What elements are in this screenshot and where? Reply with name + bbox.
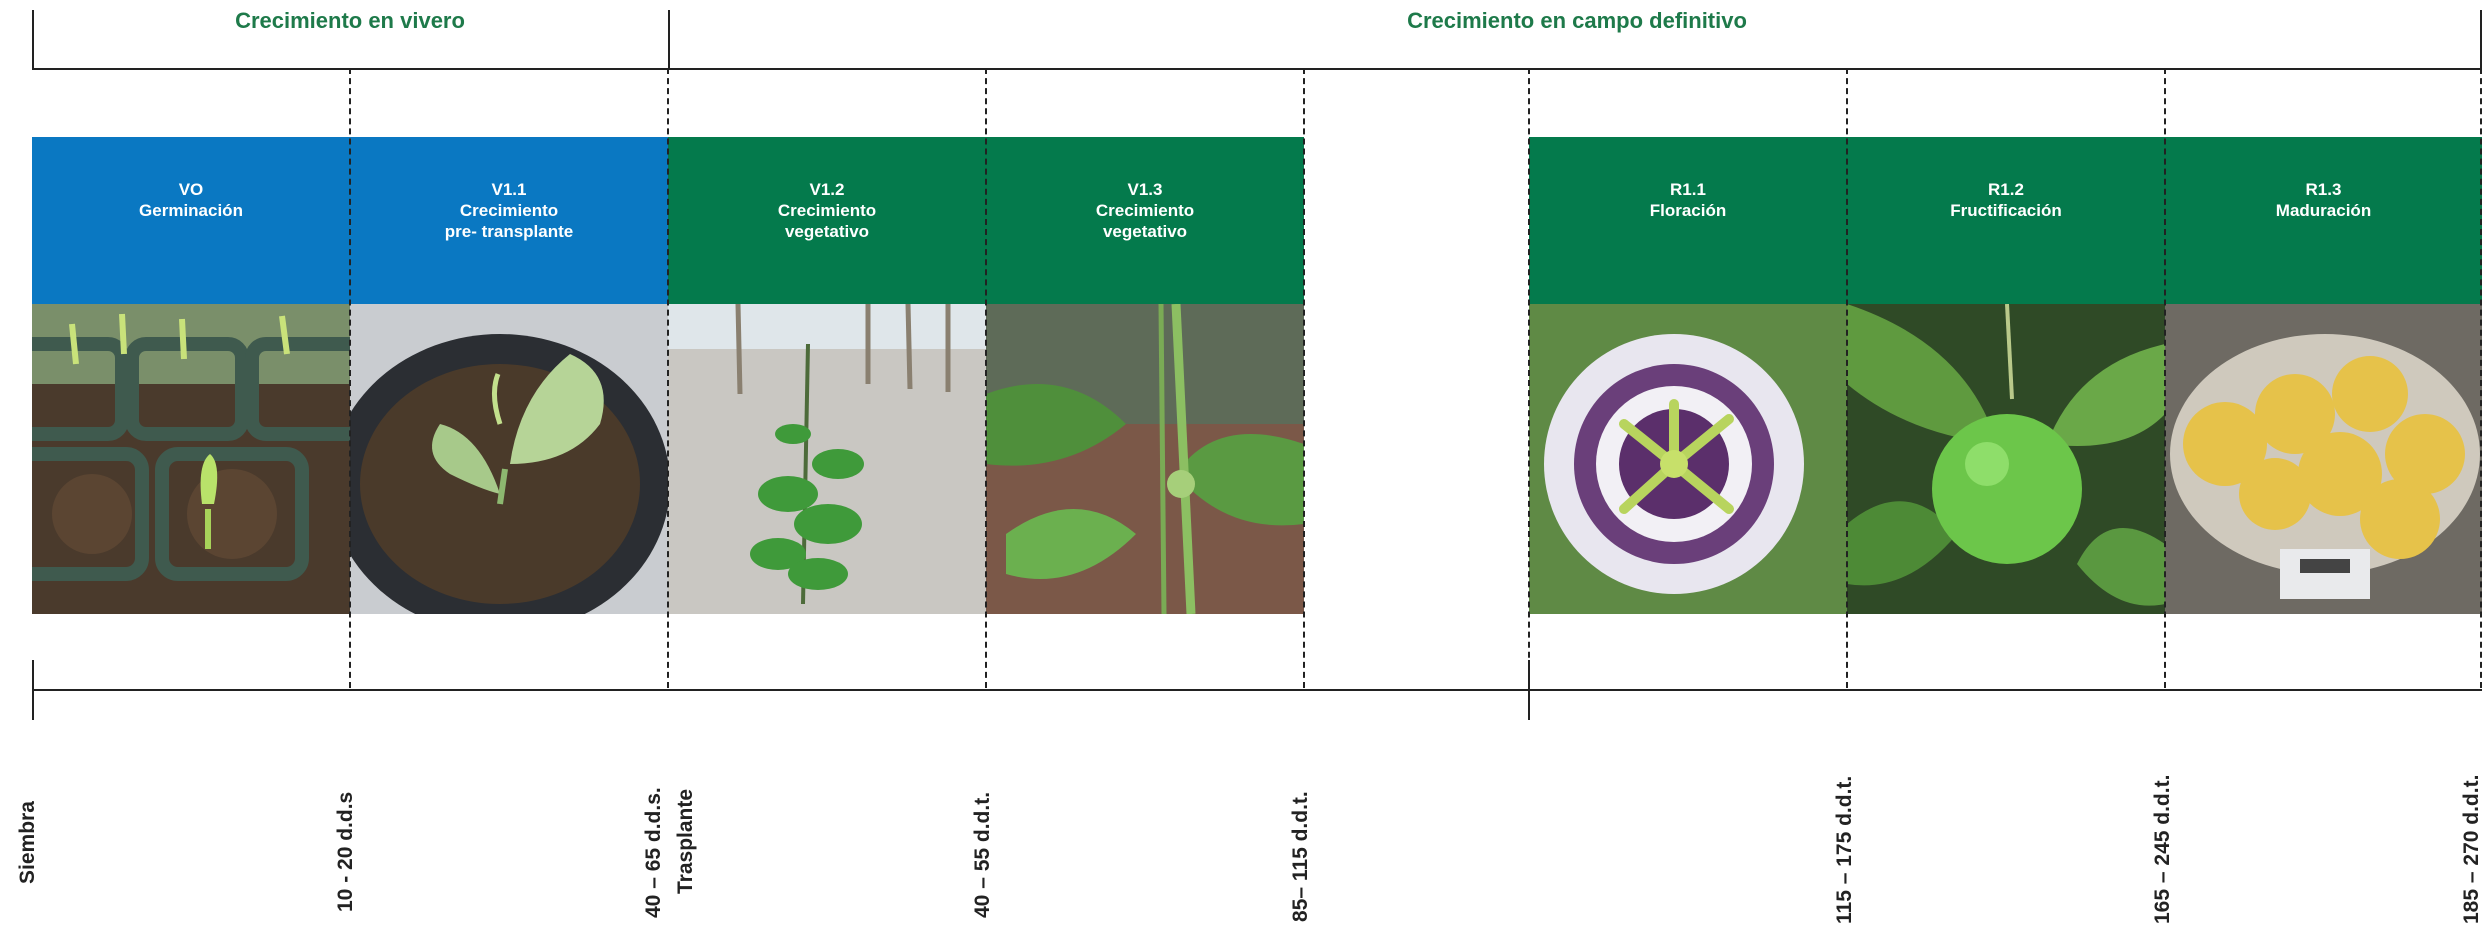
stage-name: Crecimiento (668, 200, 986, 221)
stage-name: Crecimiento (350, 200, 668, 221)
stage-name: Germinación (32, 200, 350, 221)
passion-flower-photo (1529, 304, 1847, 614)
vine-stem-closeup-photo (986, 304, 1304, 614)
stage-code: V1.3 (986, 179, 1304, 200)
timeline-label-165-245: 165 – 245 d.d.t. (2151, 775, 2175, 924)
stage-divider (1528, 68, 1530, 688)
stage-divider (667, 68, 669, 688)
timeline-label-10-20: 10 - 20 d.d.s (334, 792, 358, 912)
stage-name-line2: vegetativo (986, 221, 1304, 242)
stage-divider (349, 68, 351, 688)
bracket-line (32, 68, 2482, 70)
germinating-seedling-photo (32, 304, 350, 614)
stage-divider (2480, 68, 2482, 688)
stage-name: Fructificación (1847, 200, 2165, 221)
timeline-start-tick (32, 660, 34, 720)
ripe-fruits-in-bowl-photo (2165, 304, 2482, 614)
timeline-label-siembra: Siembra (16, 801, 40, 884)
stage-header-r1-1: R1.1 Floración (1529, 137, 1847, 304)
stage-divider (985, 68, 987, 688)
bracket-right-tick (2480, 10, 2482, 70)
stage-code: V1.1 (350, 179, 668, 200)
timeline-field-tick (1528, 660, 1530, 720)
timeline-label-115-175: 115 – 175 d.d.t. (1833, 776, 1857, 924)
stage-divider (1303, 68, 1305, 688)
stage-name: Maduración (2165, 200, 2482, 221)
stage-divider (1846, 68, 1848, 688)
stage-code: V1.2 (668, 179, 986, 200)
stage-header-r1-2: R1.2 Fructificación (1847, 137, 2165, 304)
stage-divider (2164, 68, 2166, 688)
bracket-left-tick (32, 10, 34, 70)
young-vine-in-field-photo (668, 304, 986, 614)
stage-code: VO (32, 179, 350, 200)
stage-name: Floración (1529, 200, 1847, 221)
phase-title-field: Crecimiento en campo definitivo (668, 8, 2486, 34)
timeline-label-trasplante: Trasplante (674, 789, 698, 894)
stage-header-r1-3: R1.3 Maduración (2165, 137, 2482, 304)
stage-code: R1.2 (1847, 179, 2165, 200)
stage-name-line2: pre- transplante (350, 221, 668, 242)
stage-name: Crecimiento (986, 200, 1304, 221)
stage-name-line2: vegetativo (668, 221, 986, 242)
stage-header-v1-2: V1.2 Crecimiento vegetativo (668, 137, 986, 304)
timeline-line (32, 689, 2482, 691)
timeline-label-85-115: 85– 115 d.d.t. (1289, 791, 1313, 922)
potted-seedling-photo (350, 304, 668, 614)
timeline-label-185-270: 185 – 270 d.d.t. (2460, 775, 2484, 924)
timeline-label-40-55: 40 – 55 d.d.t. (971, 792, 995, 918)
stage-header-v1-3: V1.3 Crecimiento vegetativo (986, 137, 1304, 304)
stage-code: R1.3 (2165, 179, 2482, 200)
stage-header-vo: VO Germinación (32, 137, 350, 304)
stage-code: R1.1 (1529, 179, 1847, 200)
bracket-mid-tick (668, 10, 670, 70)
phase-title-nursery: Crecimiento en vivero (32, 8, 668, 34)
green-passion-fruit-photo (1847, 304, 2165, 614)
timeline-label-40-65: 40 – 65 d.d.s. (642, 787, 666, 918)
stage-header-v1-1: V1.1 Crecimiento pre- transplante (350, 137, 668, 304)
